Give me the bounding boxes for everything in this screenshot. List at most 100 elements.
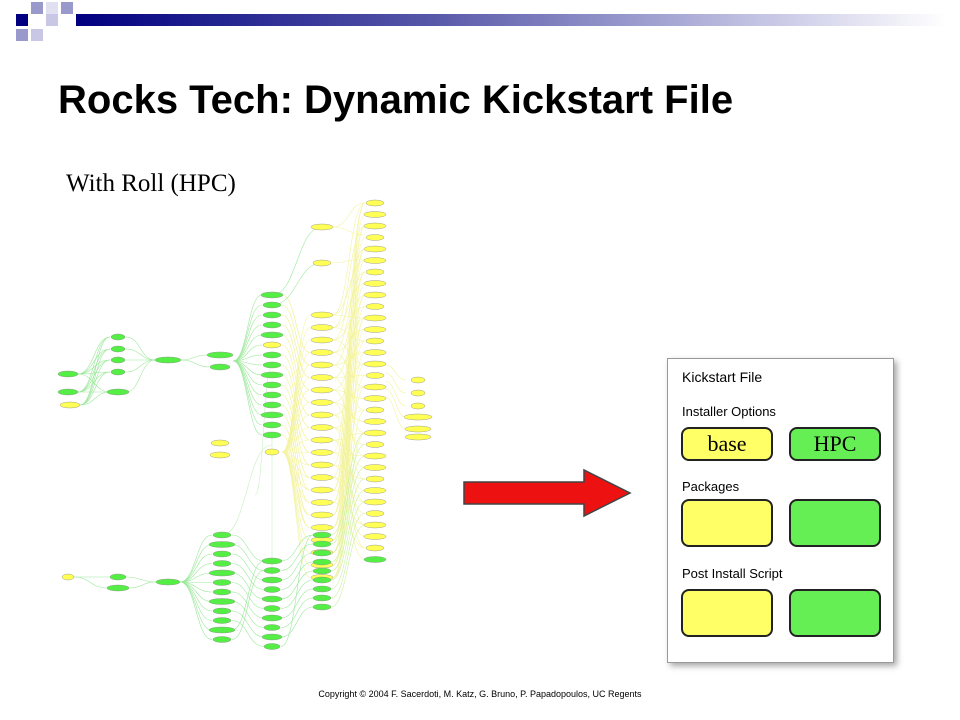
graph-edge — [231, 610, 265, 638]
graph-edge — [330, 455, 366, 554]
graph-edge — [330, 478, 366, 572]
graph-edge — [281, 427, 311, 453]
graph-node — [261, 557, 283, 565]
graph-edge — [281, 344, 311, 416]
graph-edge — [280, 561, 314, 590]
graph-node — [312, 259, 332, 267]
graph-edge — [281, 304, 311, 366]
graph-edge — [281, 384, 311, 466]
graph-edge — [332, 317, 366, 578]
graph-node — [261, 633, 283, 641]
graph-node — [363, 395, 387, 402]
graph-node — [310, 361, 334, 369]
graph-edge — [271, 262, 323, 306]
graph-edge — [281, 424, 311, 516]
hpc-label: HPC — [813, 431, 857, 456]
graph-node — [262, 381, 282, 389]
graph-edge — [332, 202, 366, 228]
graph-node — [310, 424, 334, 431]
graph-node — [262, 341, 282, 349]
graph-node — [310, 399, 334, 406]
graph-node — [363, 211, 387, 218]
graph-node — [61, 573, 75, 581]
graph-node — [262, 401, 282, 409]
graph-edge — [281, 389, 311, 453]
graph-edge — [231, 544, 265, 571]
graph-node — [110, 333, 126, 341]
graph-edge — [221, 444, 273, 536]
graph-node — [262, 421, 282, 429]
graph-node — [365, 475, 385, 483]
graph-node — [363, 257, 387, 264]
corner-square — [46, 14, 58, 26]
graph-edge — [232, 294, 263, 362]
graph-edge — [332, 314, 366, 319]
kickstart-file-title: Kickstart File — [682, 369, 763, 385]
graph-node — [59, 401, 81, 409]
graph-edge — [77, 336, 111, 393]
graph-node — [109, 573, 127, 581]
graph-node — [155, 578, 181, 586]
graph-edge — [281, 314, 311, 453]
graph-node — [210, 439, 230, 447]
corner-square — [31, 29, 43, 41]
graph-node — [209, 451, 231, 459]
post-base-box — [681, 589, 773, 637]
graph-edge — [179, 534, 213, 583]
graph-edge — [232, 360, 263, 396]
graph-node — [363, 418, 387, 425]
graph-edge — [332, 226, 366, 236]
graph-edge — [180, 354, 208, 361]
graph-edge — [232, 360, 263, 426]
graph-edge — [332, 294, 366, 566]
graph-edge — [281, 314, 311, 378]
graph-edge — [280, 534, 314, 562]
graph-node — [363, 314, 387, 322]
graph-edge — [77, 373, 111, 393]
graph-edge — [384, 388, 407, 418]
graph-edge — [125, 576, 157, 583]
graph-edge — [281, 294, 311, 353]
graph-node — [365, 441, 385, 448]
graph-node — [110, 356, 126, 364]
graph-node — [260, 371, 284, 379]
graph-edge — [332, 329, 366, 553]
graph-edge — [281, 339, 311, 453]
graph-node — [312, 549, 332, 557]
graph-edge — [280, 597, 314, 628]
installer-hpc-box: HPC — [789, 427, 881, 461]
graph-edge — [231, 560, 265, 631]
graph-node — [260, 331, 284, 339]
graph-edge — [281, 404, 311, 491]
graph-edge — [73, 576, 108, 589]
graph-node — [262, 391, 282, 399]
graph-edge — [330, 432, 366, 536]
graph-edge — [281, 327, 311, 453]
graph-node — [106, 388, 130, 396]
graph-edge — [179, 553, 213, 583]
graph-node — [310, 411, 334, 419]
graph-edge — [232, 324, 263, 362]
graph-node — [312, 603, 332, 611]
graph-edge — [332, 202, 366, 453]
graph-node — [57, 388, 79, 396]
graph-edge — [281, 402, 311, 453]
graph-edge — [231, 534, 265, 562]
installer-base-box: base — [681, 427, 773, 461]
graph-node — [310, 336, 334, 344]
graph-node — [57, 370, 79, 378]
graph-edge — [232, 344, 263, 362]
graph-node — [310, 374, 334, 381]
kickstart-file-panel: Kickstart File Installer Options base HP… — [667, 358, 894, 663]
graph-node — [365, 544, 385, 552]
graph-node — [209, 363, 231, 371]
graph-node — [154, 356, 182, 364]
graph-edge — [332, 352, 366, 566]
graph-node — [260, 411, 284, 419]
graph-edge — [384, 372, 407, 394]
graph-edge — [125, 336, 156, 361]
graph-node — [363, 349, 387, 356]
red-arrow-shape — [463, 468, 632, 518]
graph-node — [262, 351, 282, 359]
graph-node — [208, 598, 236, 605]
